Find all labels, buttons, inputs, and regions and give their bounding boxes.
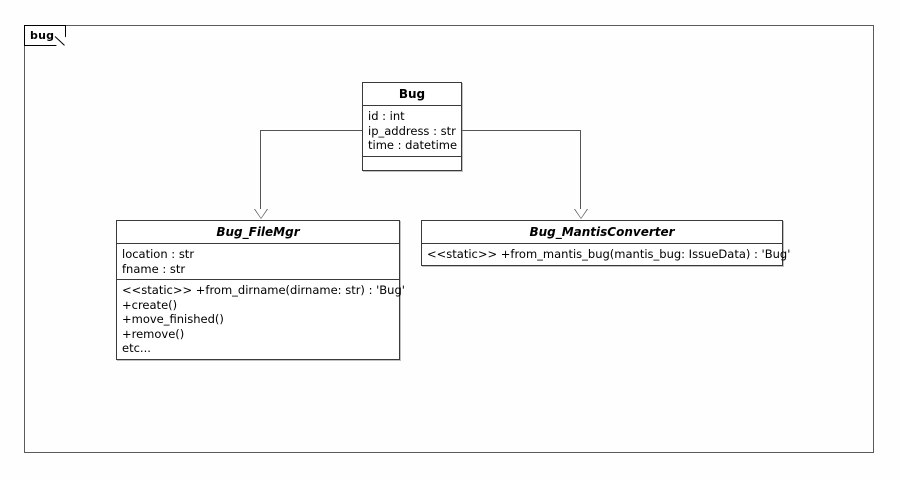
generalization-arrowhead-mantis (575, 209, 587, 218)
uml-separator (117, 279, 399, 280)
uml-separator (422, 243, 782, 244)
package-tab-label: bug (30, 29, 55, 42)
uml-attribute: location : str (122, 247, 195, 261)
package-tab: bug (24, 25, 66, 46)
uml-method: +create() (122, 297, 178, 312)
uml-methods-bug-mantisconverter: <<static>> +from_mantis_bug(mantis_bug: … (422, 244, 791, 265)
uml-method: <<static>> +from_mantis_bug(mantis_bug: … (427, 247, 791, 261)
uml-class-title-bug: Bug (398, 87, 426, 101)
uml-class-bug-mantisconverter[interactable]: Bug_MantisConverter <<static>> +from_man… (421, 220, 791, 266)
uml-method: etc... (122, 341, 151, 355)
uml-attribute: id : int (368, 109, 405, 123)
generalization-arrowhead-filemgr (255, 209, 267, 218)
connector-bug-to-mantis-horizontal (461, 130, 581, 131)
uml-method: +move_finished() (122, 312, 224, 326)
uml-class-title-bug-filemgr: Bug_FileMgr (216, 225, 300, 239)
uml-method: <<static>> +from_dirname(dirname: str) :… (122, 283, 405, 297)
uml-methods-bug-empty (363, 157, 461, 170)
uml-separator (363, 155, 461, 157)
uml-class-bug-filemgr[interactable]: Bug_FileMgr location : str fname : str <… (116, 220, 405, 360)
uml-attributes-bug: id : int ip_address : str time : datetim… (363, 106, 461, 156)
uml-class-bug[interactable]: Bug id : int ip_address : str time : dat… (362, 82, 462, 171)
connector-bug-to-filemgr-horizontal (260, 130, 363, 131)
uml-methods-bug-filemgr: <<static>> +from_dirname(dirname: str) :… (117, 280, 405, 359)
uml-attribute: ip_address : str (368, 123, 456, 138)
uml-method: +remove() (122, 326, 185, 341)
uml-attributes-bug-filemgr: location : str fname : str (117, 244, 399, 279)
uml-attribute: time : datetime (368, 138, 458, 152)
uml-attribute: fname : str (122, 261, 186, 276)
connector-bug-to-filemgr-vertical (260, 130, 261, 210)
package-frame-bug (24, 25, 874, 453)
connector-bug-to-mantis-vertical (580, 130, 581, 210)
uml-separator (363, 105, 461, 106)
uml-separator (117, 243, 399, 244)
uml-class-title-bug-mantisconverter: Bug_MantisConverter (529, 225, 675, 239)
